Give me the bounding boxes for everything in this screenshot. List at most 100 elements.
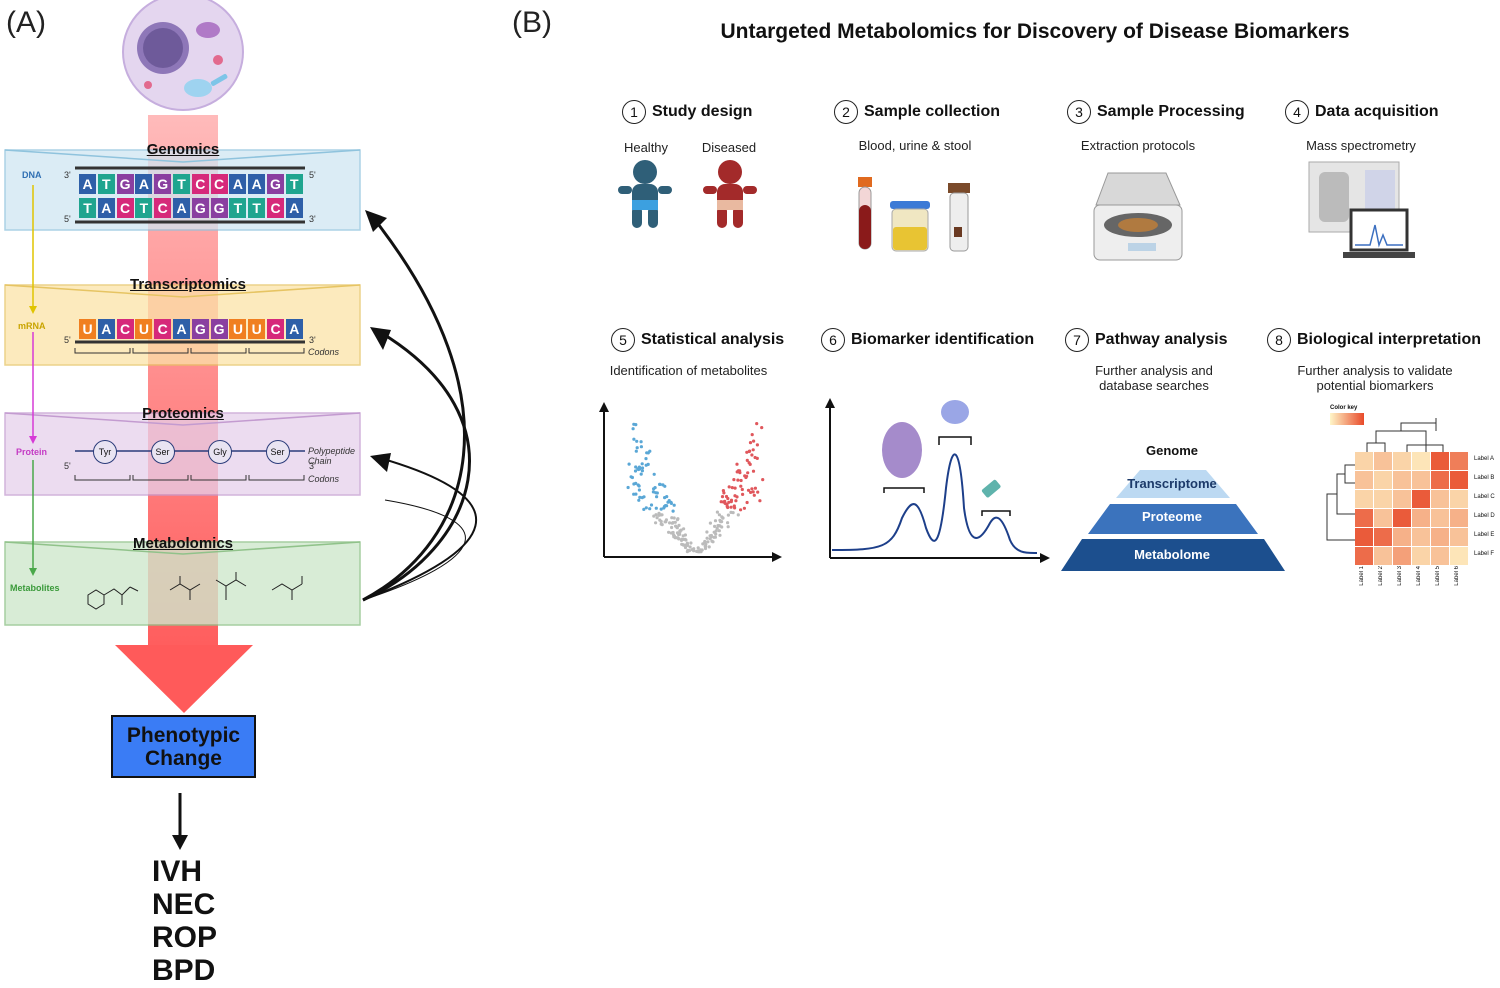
volcano-point [755, 422, 759, 426]
nucleotide-a: A [79, 174, 96, 194]
heatmap-cell [1355, 528, 1373, 546]
nucleotide-u: U [229, 319, 247, 339]
volcano-point [721, 516, 725, 520]
volcano-point [637, 484, 641, 488]
volcano-point [627, 462, 631, 466]
nucleotide-u: U [135, 319, 153, 339]
volcano-point [733, 486, 737, 490]
volcano-point [718, 533, 722, 537]
volcano-point [734, 499, 738, 503]
volcano-point [725, 504, 729, 508]
volcano-point [682, 527, 686, 531]
volcano-point [669, 501, 673, 505]
volcano-point [756, 490, 760, 494]
volcano-point [677, 523, 681, 527]
volcano-point [720, 525, 724, 529]
disease-rop: ROP [152, 921, 218, 954]
volcano-point [657, 513, 661, 517]
volcano-point [731, 511, 735, 515]
volcano-point [632, 492, 636, 496]
heatmap-cell [1431, 471, 1449, 489]
volcano-point [634, 481, 638, 485]
volcano-point [732, 504, 736, 508]
volcano-point [746, 471, 750, 475]
volcano-point [635, 446, 639, 450]
heatmap-col-label: Label 3 [1397, 566, 1403, 586]
heatmap-cell [1431, 509, 1449, 527]
omics-layers [4, 149, 361, 626]
volcano-point [709, 533, 713, 538]
disease-ivh: IVH [152, 855, 203, 888]
step-8-sub: Further analysis to validate potential b… [1297, 363, 1453, 393]
volcano-point [665, 504, 669, 508]
volcano-point [748, 441, 753, 445]
nucleotide-c: C [267, 198, 284, 218]
volcano-point [748, 449, 752, 453]
volcano-point [659, 522, 663, 526]
volcano-point [751, 490, 755, 494]
volcano-point [644, 457, 648, 461]
amino-acid-ser: Ser [150, 440, 175, 464]
volcano-point [729, 505, 733, 509]
heatmap-cell [1412, 490, 1430, 508]
nucleotide-a: A [173, 319, 190, 339]
volcano-point [733, 494, 737, 498]
volcano-point [703, 546, 708, 551]
layer-title-transcriptomics: Transcriptomics [130, 276, 246, 293]
volcano-point [753, 486, 757, 490]
nucleotide-c: C [210, 174, 228, 194]
volcano-point [648, 507, 652, 511]
heatmap-row-label: Label E [1474, 532, 1495, 538]
heatmap-cell [1374, 471, 1392, 489]
healthy-baby-icon [618, 160, 672, 228]
volcano-point [646, 462, 650, 466]
polypeptide-label: Polypeptide Chain [308, 446, 356, 466]
diseased-baby-icon [703, 160, 757, 228]
baby-icons [618, 160, 757, 228]
volcano-point [635, 439, 639, 443]
volcano-point [667, 499, 671, 503]
step-1-diseased: Diseased [701, 140, 757, 155]
nucleotide-g: G [191, 319, 209, 339]
volcano-point [752, 493, 756, 497]
volcano-point [634, 449, 638, 453]
layer-title-metabolomics: Metabolomics [132, 535, 234, 552]
volcano-point [707, 545, 711, 549]
pyramid-metabolome: Metabolome [1134, 547, 1210, 562]
volcano-point [717, 529, 721, 533]
volcano-point [662, 506, 666, 510]
heatmap-row-label: Label F [1474, 551, 1495, 557]
volcano-point [745, 474, 749, 478]
volcano-point [761, 478, 765, 482]
volcano-point [703, 540, 707, 545]
volcano-point [688, 545, 692, 549]
phenotype-line1: Phenotypic [126, 723, 241, 747]
volcano-point [670, 525, 674, 530]
heatmap-cell [1431, 452, 1449, 470]
heatmap-cell [1393, 452, 1411, 470]
nucleotide-t: T [248, 198, 266, 218]
volcano-point [645, 451, 649, 455]
heatmap-cell [1412, 547, 1430, 565]
volcano-point [724, 494, 729, 499]
layer-title-genomics: Genomics [146, 141, 220, 158]
feedback-arrows [362, 210, 478, 602]
heatmap-cell [1412, 509, 1430, 527]
volcano-point [711, 540, 715, 544]
nucleotide-c: C [154, 198, 172, 218]
volcano-point [729, 500, 733, 504]
volcano-point [699, 550, 703, 554]
nucleotide-g: G [154, 174, 172, 194]
phenotypic-change-box: Phenotypic Change [111, 715, 256, 778]
pyramid-transcriptome: Transcriptome [1127, 476, 1217, 491]
pyramid-proteome: Proteome [1142, 509, 1202, 524]
volcano-point [672, 503, 676, 507]
nucleotide-t: T [173, 174, 190, 194]
heatmap-cell [1355, 509, 1373, 527]
volcano-point [683, 537, 687, 541]
volcano-point [658, 482, 662, 486]
nucleotide-t: T [285, 174, 303, 194]
